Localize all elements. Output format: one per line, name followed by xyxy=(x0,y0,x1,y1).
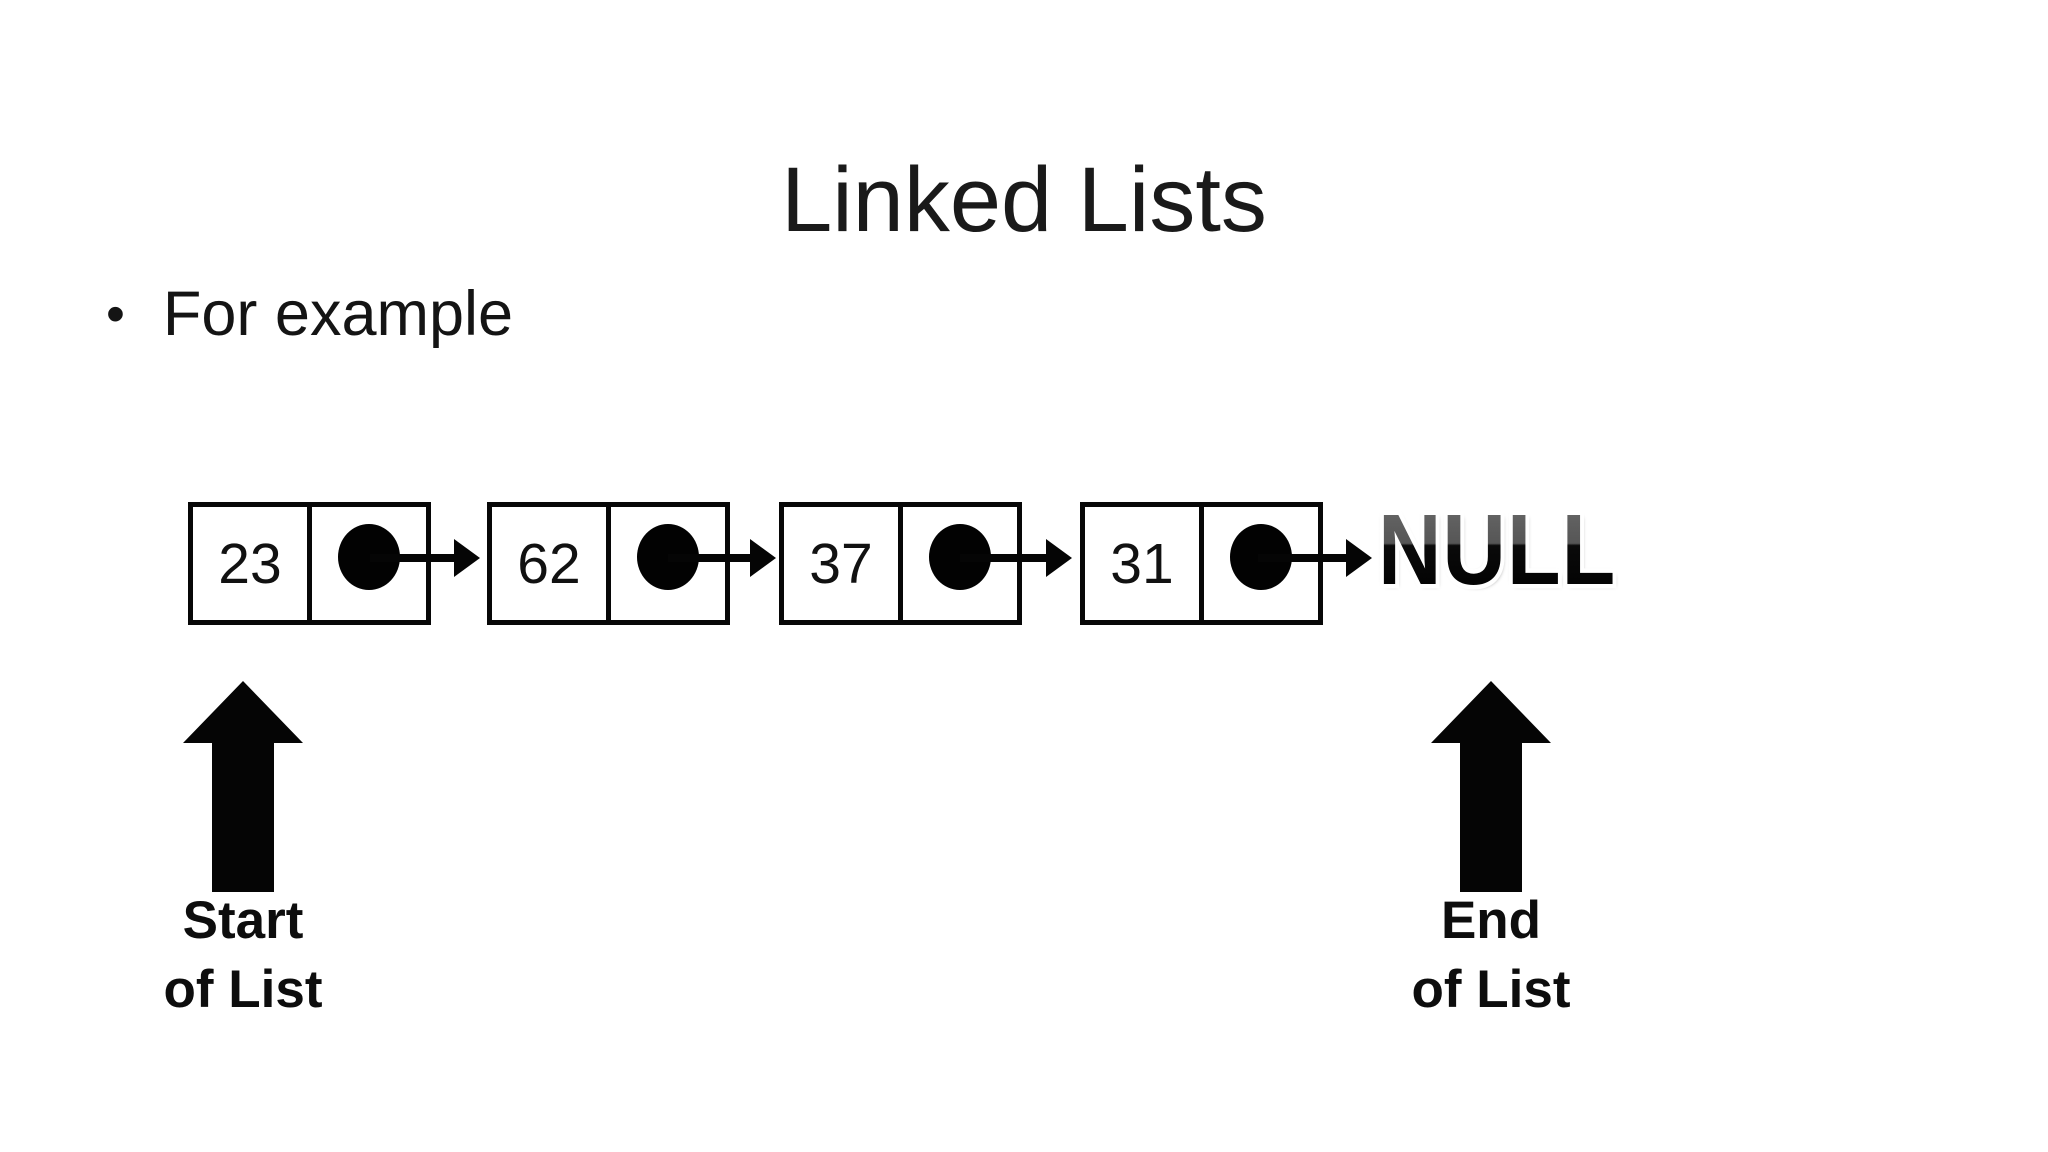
node-value-cell: 23 xyxy=(218,531,282,596)
bullet-icon: • xyxy=(106,284,125,344)
node-pointer-cell xyxy=(307,507,426,620)
next-pointer-arrow-icon xyxy=(1258,554,1346,562)
end-of-list-label: End of List xyxy=(1351,886,1631,1024)
list-node: 31 xyxy=(1080,502,1323,625)
bullet-item: • For example xyxy=(106,279,513,349)
node-value-cell: 37 xyxy=(809,531,873,596)
bullet-text: For example xyxy=(162,279,514,349)
arrow-head xyxy=(183,681,303,743)
end-label-line1: End xyxy=(1440,891,1542,950)
null-fill-layer: NULL xyxy=(1378,494,1617,606)
null-terminator-label: NULL NULL xyxy=(1374,496,1619,605)
start-label-line2: of List xyxy=(163,960,323,1019)
next-pointer-arrow-icon xyxy=(370,554,454,562)
list-node: 37 xyxy=(779,502,1022,625)
start-of-list-label: Start of List xyxy=(103,886,383,1024)
end-label-line2: of List xyxy=(1411,960,1571,1019)
node-pointer-cell xyxy=(898,507,1017,620)
list-node: 23 xyxy=(188,502,431,625)
list-node: 62 xyxy=(487,502,730,625)
next-pointer-arrow-icon xyxy=(960,554,1046,562)
arrow-head xyxy=(1431,681,1551,743)
slide-title: Linked Lists xyxy=(781,148,1267,251)
node-value-cell: 31 xyxy=(1110,531,1174,596)
end-of-list-arrow-icon xyxy=(1431,681,1551,892)
arrow-shaft xyxy=(212,743,274,892)
node-value-cell: 62 xyxy=(517,531,581,596)
node-pointer-cell xyxy=(1199,507,1318,620)
null-outline-layer: NULL xyxy=(1374,496,1619,605)
start-label-line1: Start xyxy=(182,891,304,950)
next-pointer-arrow-icon xyxy=(668,554,750,562)
start-of-list-arrow-icon xyxy=(183,681,303,892)
node-pointer-cell xyxy=(606,507,725,620)
arrow-shaft xyxy=(1460,743,1522,892)
